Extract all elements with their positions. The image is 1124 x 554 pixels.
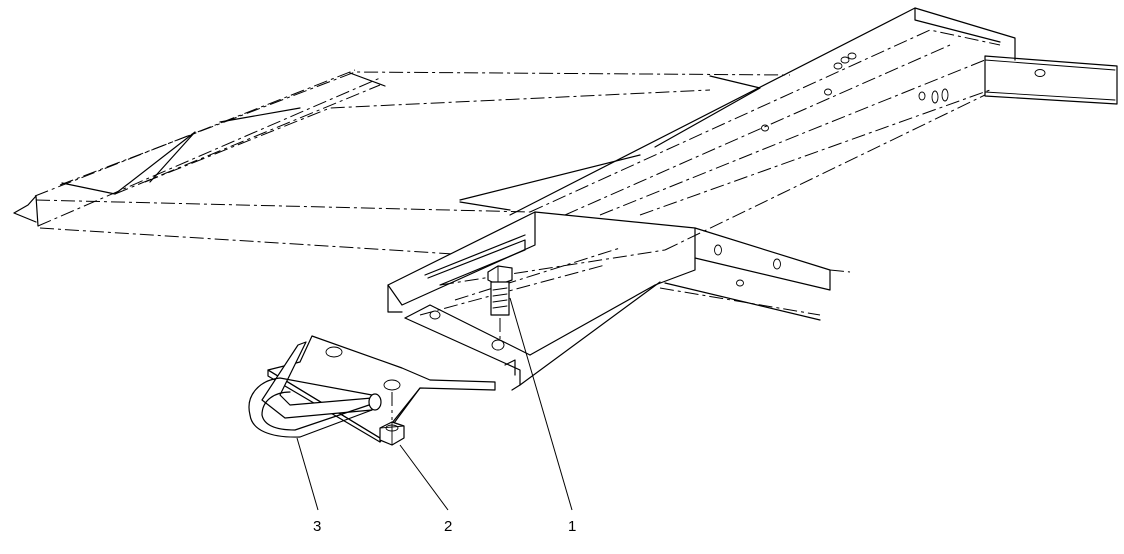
front-channel-bracket [387, 211, 666, 391]
leader-line-2 [399, 444, 449, 511]
bolt-part [487, 265, 513, 340]
callout-number-3: 3 [313, 518, 321, 535]
tube-end [984, 55, 1118, 105]
leader-line-3 [296, 437, 319, 511]
pintle-hook-plate [248, 335, 496, 443]
main-rail [509, 7, 1016, 251]
leader-line-1 [509, 297, 573, 511]
leader-lines [296, 297, 573, 511]
cross-member [534, 211, 851, 321]
callout-number-2: 2 [444, 518, 452, 535]
trailer-frame-phantom [13, 69, 791, 256]
nut-part [379, 421, 405, 446]
callout-number-1: 1 [568, 518, 576, 535]
